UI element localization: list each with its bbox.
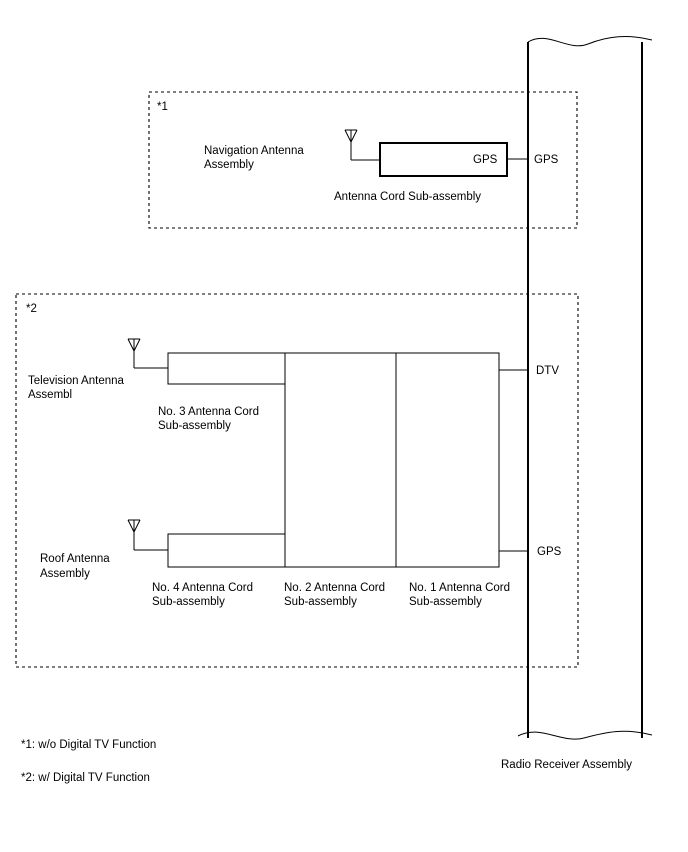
radio-receiver-assembly: Radio Receiver Assembly (501, 36, 653, 771)
roof-antenna-symbol (127, 519, 168, 551)
receiver-bottom-break (517, 730, 653, 740)
group-without-digital-tv: *1 Navigation Antenna Assembly GPS GPS A… (148, 91, 578, 229)
television-antenna-label: Television Antenna Assembl (28, 375, 127, 401)
radio-receiver-label: Radio Receiver Assembly (501, 759, 632, 771)
gps-port-label-2: GPS (537, 546, 562, 558)
footnote-2: *2: w/ Digital TV Function (21, 772, 150, 784)
no4-antenna-cord-box (167, 533, 285, 568)
group2-marker: *2 (26, 303, 37, 315)
no1-antenna-cord-label: No. 1 Antenna Cord Sub-assembly (409, 582, 513, 608)
group1-marker: *1 (157, 101, 168, 113)
gps-box-label: GPS (473, 154, 498, 166)
navigation-antenna-symbol (344, 129, 380, 161)
no1-antenna-cord-box (395, 352, 500, 568)
dtv-port-label: DTV (536, 365, 559, 377)
gps-port-label-1: GPS (534, 154, 559, 166)
footnote-1: *1: w/o Digital TV Function (21, 739, 156, 751)
no4-antenna-cord-label: No. 4 Antenna Cord Sub-assembly (152, 582, 256, 608)
no3-antenna-cord-label: No. 3 Antenna Cord Sub-assembly (158, 406, 262, 432)
no2-antenna-cord-label: No. 2 Antenna Cord Sub-assembly (284, 582, 388, 608)
receiver-top-break (527, 36, 653, 47)
navigation-antenna-label: Navigation Antenna Assembly (204, 145, 307, 171)
no2-antenna-cord-box (284, 352, 397, 568)
television-antenna-symbol (127, 338, 168, 369)
group-with-digital-tv: *2 Television Antenna Assembl No. 3 Ante… (15, 293, 579, 668)
roof-antenna-label: Roof Antenna Assembly (40, 553, 113, 580)
antenna-cord-label: Antenna Cord Sub-assembly (334, 191, 481, 203)
group2-boundary (15, 293, 579, 668)
no3-antenna-cord-box (167, 352, 285, 385)
